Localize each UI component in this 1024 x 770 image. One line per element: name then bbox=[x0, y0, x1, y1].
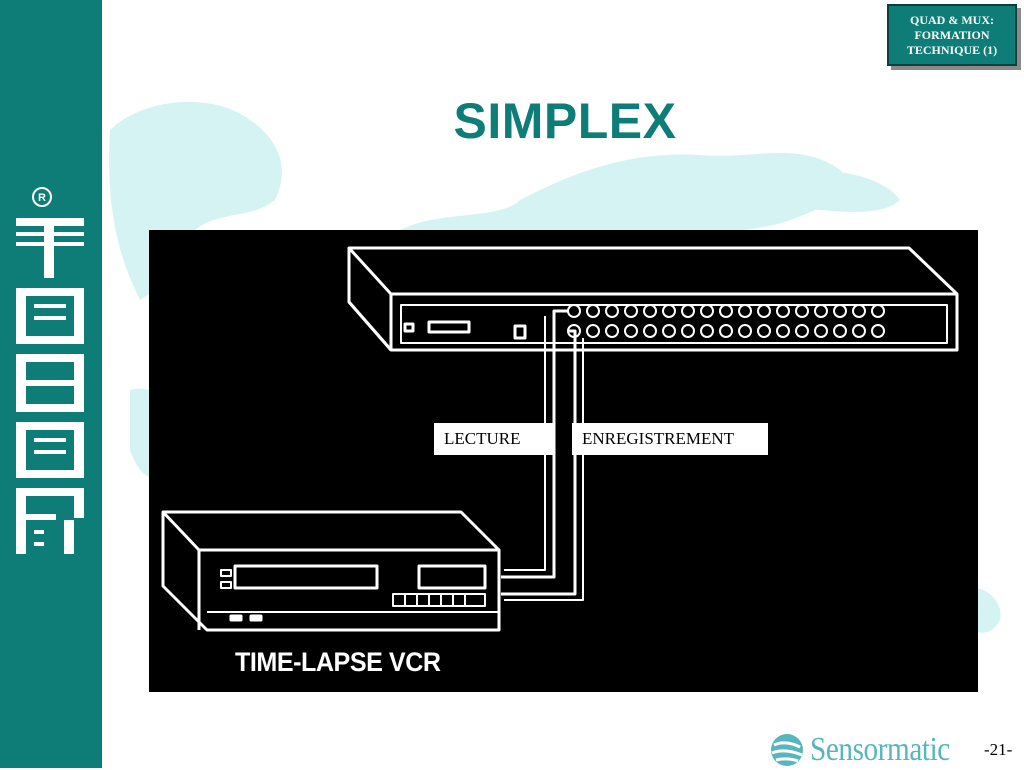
slide-title: SIMPLEX bbox=[453, 93, 677, 149]
section-badge: QUAD & MUX: FORMATION TECHNIQUE (1) bbox=[887, 4, 1017, 66]
globe-icon bbox=[771, 734, 803, 766]
badge-line-3: TECHNIQUE (1) bbox=[906, 42, 998, 57]
robot-logo: R bbox=[16, 187, 84, 554]
cables bbox=[501, 309, 584, 601]
connector-rows bbox=[567, 304, 885, 338]
brand-name: Sensormatic bbox=[810, 731, 950, 768]
multiplexer-unit bbox=[347, 246, 959, 352]
vcr-unit bbox=[161, 510, 501, 632]
sidebar-band: R bbox=[0, 0, 102, 768]
wiring-diagram bbox=[161, 246, 959, 632]
diagram-panel: LECTURE ENREGISTREMENT TIME-LAPSE VCR bbox=[149, 230, 978, 692]
sensormatic-logo: Sensormatic bbox=[768, 730, 973, 770]
badge-line-2: FORMATION bbox=[914, 27, 990, 42]
page-number: -21- bbox=[984, 740, 1013, 759]
svg-text:R: R bbox=[38, 192, 46, 204]
badge-line-1: QUAD & MUX: bbox=[910, 12, 994, 27]
label-lecture: LECTURE bbox=[434, 423, 554, 455]
label-enregistrement: ENREGISTREMENT bbox=[572, 423, 768, 455]
vcr-caption: TIME-LAPSE VCR bbox=[235, 647, 441, 677]
